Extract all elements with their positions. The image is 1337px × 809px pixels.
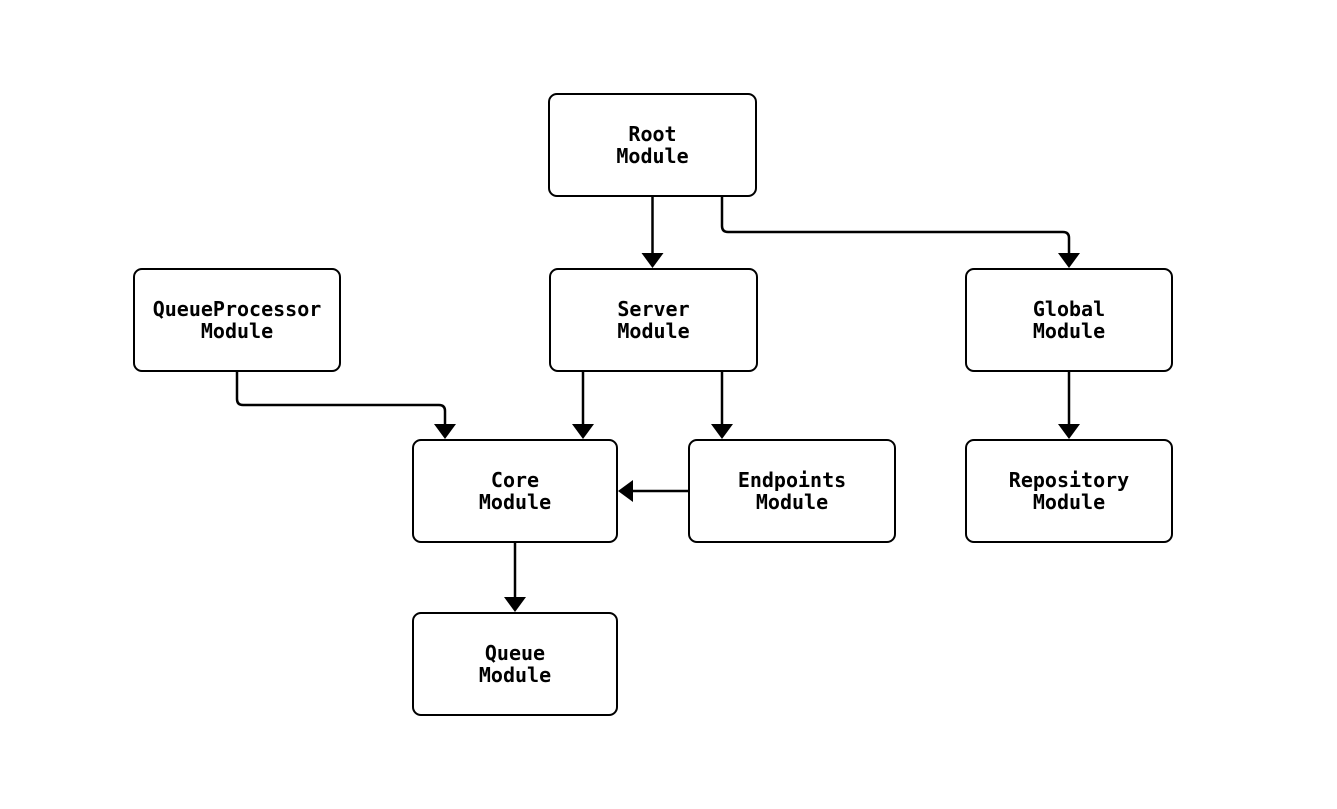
node-queue-module: Queue Module: [412, 612, 618, 716]
arrowhead-endpoints-core: [618, 480, 633, 502]
node-repository-module: Repository Module: [965, 439, 1173, 543]
node-queueprocessor-module-label: QueueProcessor Module: [152, 297, 322, 343]
node-global-module-label: Global Module: [1032, 297, 1106, 343]
node-root-module-label: Root Module: [616, 122, 689, 168]
arrowhead-server-endpoints: [711, 424, 733, 439]
node-server-module: Server Module: [549, 268, 758, 372]
node-endpoints-module-label: Endpoints Module: [737, 468, 847, 514]
node-queue-module-label: Queue Module: [478, 641, 552, 687]
arrowhead-queueprocessor-core: [434, 424, 456, 439]
arrowhead-global-repository: [1058, 424, 1080, 439]
node-queueprocessor-module: QueueProcessor Module: [133, 268, 341, 372]
node-core-module-label: Core Module: [478, 468, 552, 514]
arrowhead-server-core: [572, 424, 594, 439]
node-global-module: Global Module: [965, 268, 1173, 372]
arrowhead-root-server: [641, 253, 664, 268]
arrowhead-root-global: [1058, 253, 1080, 268]
node-core-module: Core Module: [412, 439, 618, 543]
node-endpoints-module: Endpoints Module: [688, 439, 896, 543]
edge-root-global: [720, 197, 1071, 253]
arrowhead-core-queue: [504, 597, 526, 612]
node-root-module: Root Module: [548, 93, 757, 197]
node-repository-module-label: Repository Module: [1008, 468, 1130, 514]
node-server-module-label: Server Module: [617, 297, 690, 343]
edge-queueprocessor-core: [235, 372, 447, 424]
